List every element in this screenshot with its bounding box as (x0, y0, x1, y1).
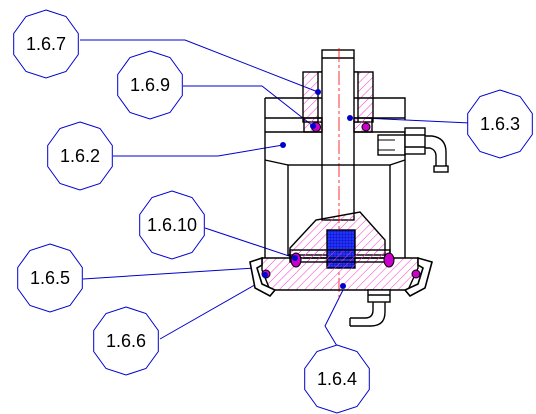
callout-label: 1.6.6 (106, 331, 146, 351)
elbow-fitting (425, 135, 447, 169)
callouts: 1.6.7 1.6.9 1.6.2 1.6.3 1.6.10 1.6.5 1.6… (13, 9, 533, 414)
callout-label: 1.6.10 (147, 215, 197, 235)
cylinder-assembly (249, 48, 449, 327)
leader-1-6-3 (361, 117, 471, 124)
callout-label: 1.6.4 (317, 369, 357, 389)
seal-oring-right (383, 252, 395, 268)
leader-1-6-4 (324, 289, 344, 347)
side-port (377, 134, 406, 156)
callout-1-6-4: 1.6.4 (304, 344, 370, 414)
callout-label: 1.6.2 (60, 146, 100, 166)
scraper-right (403, 256, 433, 298)
leader-1-6-7 (80, 39, 319, 93)
callout-1-6-6: 1.6.6 (93, 306, 159, 376)
base-plate (261, 257, 419, 291)
callout-label: 1.6.7 (26, 34, 66, 54)
piston-rod (321, 49, 355, 221)
callout-1-6-10: 1.6.10 (139, 190, 205, 260)
callout-1-6-3: 1.6.3 (467, 89, 533, 159)
seal-upper-right (361, 122, 371, 132)
leader-1-6-2 (113, 144, 284, 157)
leader-dots (262, 89, 353, 289)
callout-label: 1.6.3 (480, 114, 520, 134)
scraper-left (249, 256, 277, 298)
leader-lines (80, 39, 471, 347)
leader-1-6-6 (159, 281, 261, 340)
leader-1-6-5 (82, 267, 256, 280)
leader-1-6-10 (204, 227, 296, 259)
callout-label: 1.6.9 (130, 75, 170, 95)
callout-1-6-9: 1.6.9 (117, 50, 183, 120)
callout-label: 1.6.5 (30, 268, 70, 288)
callout-1-6-2: 1.6.2 (47, 121, 113, 191)
callout-1-6-5: 1.6.5 (17, 243, 83, 313)
callout-1-6-7: 1.6.7 (13, 9, 79, 79)
bottom-fitting (367, 289, 391, 303)
leader-1-6-9 (183, 85, 314, 127)
